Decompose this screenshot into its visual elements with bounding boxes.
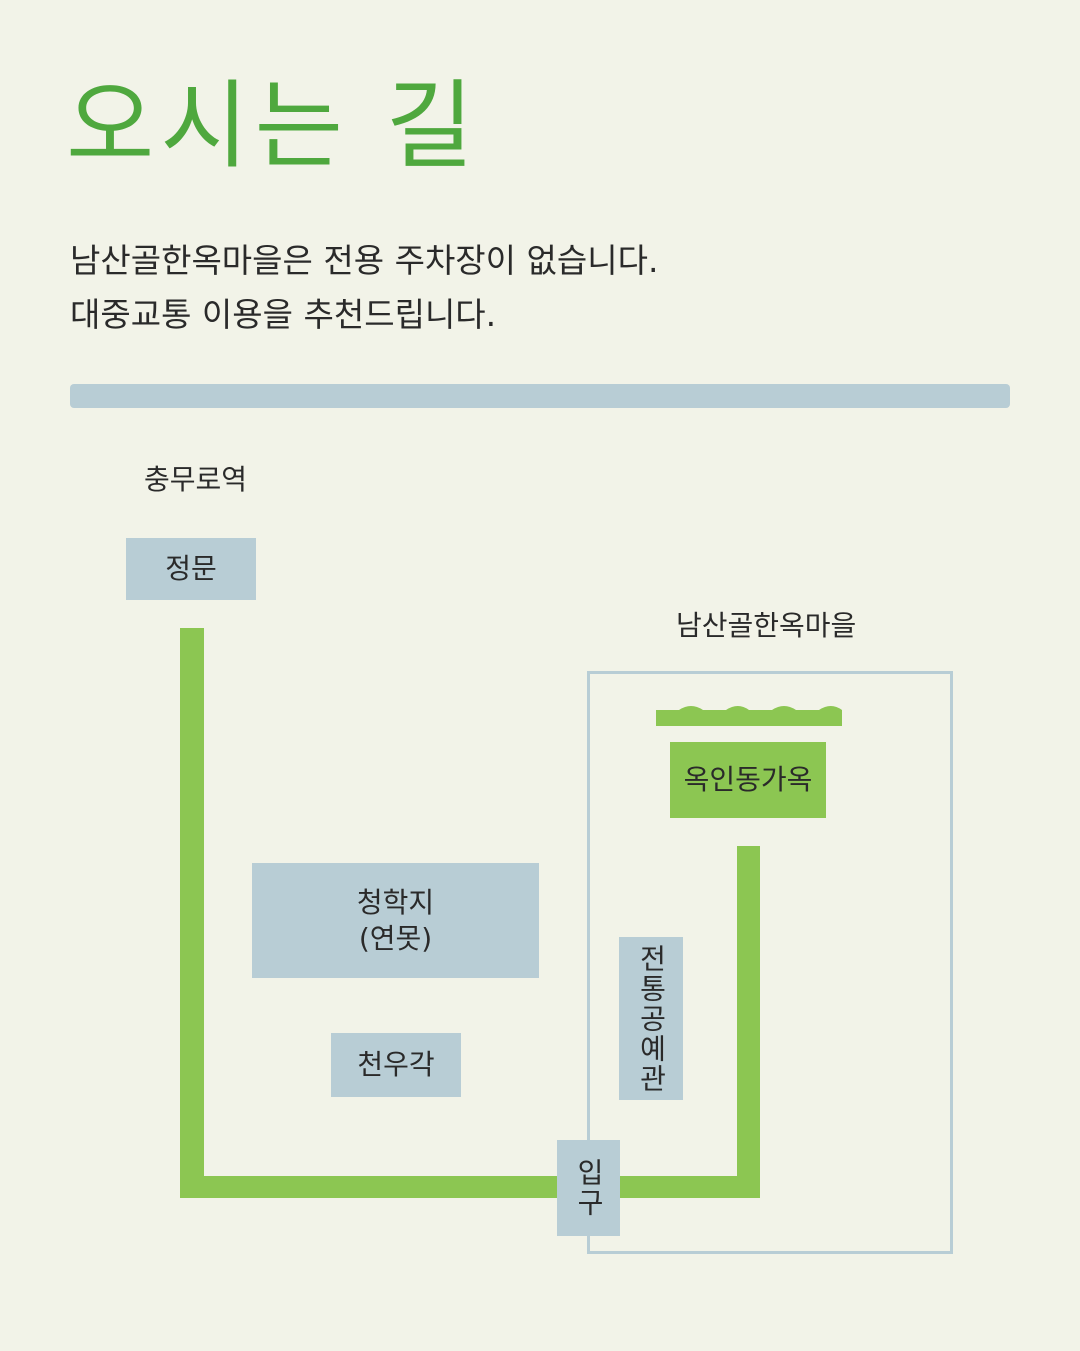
intro-line-transit: 대중교통 이용을 추천드립니다.	[70, 295, 497, 334]
section-divider	[70, 384, 1010, 408]
cheonghakji-note: (연못)	[358, 921, 433, 955]
village-boundary	[587, 671, 953, 1254]
okindong-house-block: 옥인동가옥	[670, 742, 826, 818]
path-left-vertical	[180, 628, 204, 1198]
cheonghakji-name: 청학지	[356, 885, 435, 919]
cheonghakji-pond-block: 청학지 (연못)	[252, 863, 539, 978]
cheonugak-block: 천우각	[331, 1033, 461, 1097]
intro-line-parking: 남산골한옥마을은 전용 주차장이 없습니다.	[70, 241, 659, 280]
cheonugak-label: 천우각	[357, 1048, 435, 1081]
village-label: 남산골한옥마을	[676, 609, 857, 642]
roof-wave-icon	[656, 706, 842, 726]
entrance-block: 입구	[557, 1140, 620, 1236]
station-label: 충무로역	[144, 463, 248, 496]
entrance-label: 입구	[572, 1158, 606, 1218]
page-title: 오시는 길	[66, 70, 480, 182]
path-right-vertical	[737, 846, 760, 1198]
main-gate-label: 정문	[165, 552, 217, 585]
main-gate-block: 정문	[126, 538, 256, 600]
intro-text: 남산골한옥마을은 전용 주차장이 없습니다. 대중교통 이용을 추천드립니다.	[70, 234, 658, 342]
okindong-house-label: 옥인동가옥	[683, 763, 813, 796]
crafts-hall-block: 전통공예관	[619, 937, 683, 1100]
crafts-hall-label: 전통공예관	[635, 943, 668, 1094]
